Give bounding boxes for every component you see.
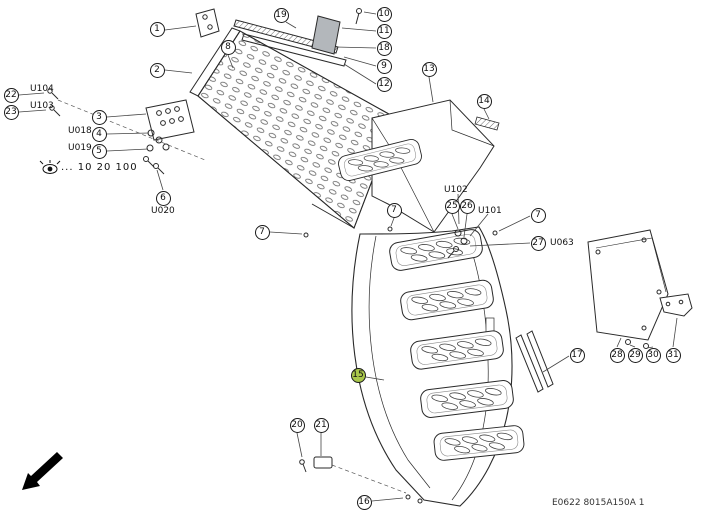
strip-part-14 — [474, 116, 500, 131]
callout-4[interactable]: 4 — [91, 126, 107, 142]
callout-3[interactable]: 3 — [91, 109, 107, 125]
callout-21[interactable]: 21 — [313, 417, 329, 433]
callout-28[interactable]: 28 — [609, 347, 625, 363]
left-fastener-cluster — [143, 99, 195, 175]
visibility-note: ... 10 20 100 — [61, 162, 138, 173]
construction-lines — [57, 99, 407, 494]
part-label-U102: U102 — [444, 185, 468, 195]
part-label-U020: U020 — [151, 206, 175, 216]
callout-26[interactable]: 26 — [459, 198, 475, 214]
callout-10[interactable]: 10 — [376, 6, 392, 22]
callout-14[interactable]: 14 — [476, 93, 492, 109]
visibility-eye-icon — [39, 160, 61, 174]
part-label-U019: U019 — [68, 143, 92, 153]
callout-12[interactable]: 12 — [376, 76, 392, 92]
screw-part — [355, 8, 362, 25]
callout-1[interactable]: 1 — [149, 21, 165, 37]
callout-7[interactable]: 7 — [530, 207, 546, 223]
callout-11[interactable]: 11 — [376, 23, 392, 39]
callout-22[interactable]: 22 — [3, 87, 19, 103]
callout-18[interactable]: 18 — [376, 40, 392, 56]
callout-31[interactable]: 31 — [665, 347, 681, 363]
part-label-U101: U101 — [478, 206, 502, 216]
callout-5[interactable]: 5 — [91, 143, 107, 159]
callout-25[interactable]: 25 — [444, 198, 460, 214]
callout-7[interactable]: 7 — [386, 202, 402, 218]
callout-9[interactable]: 9 — [376, 58, 392, 74]
callout-30[interactable]: 30 — [645, 347, 661, 363]
callout-6[interactable]: 6 — [155, 190, 171, 206]
callout-2[interactable]: 2 — [149, 62, 165, 78]
callout-15[interactable]: 15 — [350, 367, 366, 383]
mid-fastener-cluster — [303, 226, 498, 259]
part-label-U104: U104 — [30, 84, 54, 94]
part-label-U018: U018 — [68, 126, 92, 136]
callout-23[interactable]: 23 — [3, 104, 19, 120]
callout-7[interactable]: 7 — [254, 224, 270, 240]
callout-27[interactable]: 27 — [530, 235, 546, 251]
side-strips-17 — [515, 330, 554, 393]
leader-lines — [18, 11, 678, 502]
nav-arrow-icon[interactable] — [22, 452, 63, 490]
screws-22-23 — [47, 88, 61, 117]
callout-13[interactable]: 13 — [421, 61, 437, 77]
trim-strips — [233, 19, 347, 67]
callout-20[interactable]: 20 — [289, 417, 305, 433]
callout-29[interactable]: 29 — [627, 347, 643, 363]
callout-16[interactable]: 16 — [356, 494, 372, 510]
callout-17[interactable]: 17 — [569, 347, 585, 363]
perforated-panel — [189, 27, 397, 229]
bottom-parts — [299, 456, 423, 504]
callout-8[interactable]: 8 — [220, 39, 236, 55]
plate-part — [311, 15, 341, 55]
right-panel — [587, 229, 693, 349]
bracket-part — [195, 8, 220, 38]
callout-19[interactable]: 19 — [273, 7, 289, 23]
document-code: E0622 8015A150A 1 — [552, 498, 645, 508]
part-label-U103: U103 — [30, 101, 54, 111]
part-label-U063: U063 — [550, 238, 574, 248]
